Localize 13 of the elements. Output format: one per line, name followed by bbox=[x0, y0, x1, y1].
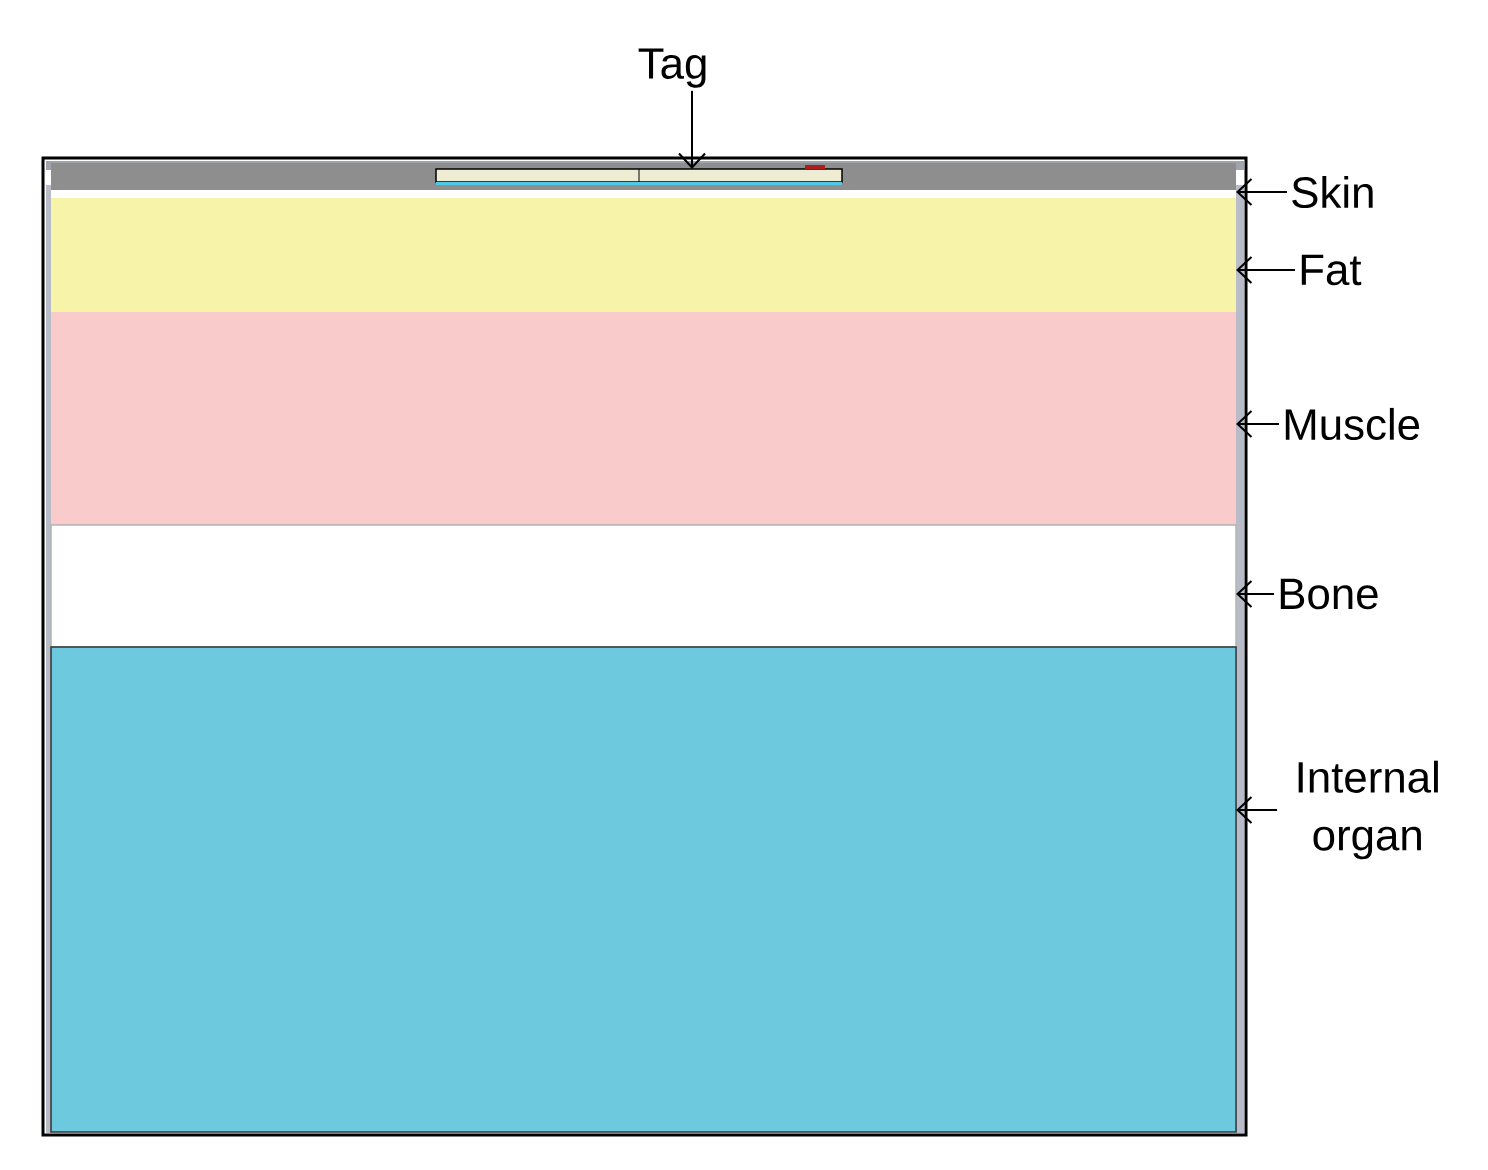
layer-label: Bone bbox=[1280, 578, 1378, 610]
layer-label: Muscle bbox=[1285, 407, 1420, 441]
layer-label: Fat bbox=[1301, 254, 1362, 286]
muscle-layer bbox=[51, 312, 1237, 525]
tag-label: Tag bbox=[638, 48, 706, 88]
layer-label: Internal organ bbox=[1298, 760, 1438, 860]
organ-layer bbox=[50, 646, 1237, 1133]
fat-layer bbox=[51, 198, 1237, 312]
layer-label: Skin bbox=[1292, 175, 1373, 209]
bone-layer bbox=[50, 524, 1237, 648]
leader-arrow bbox=[678, 89, 706, 169]
tag-drawing bbox=[435, 165, 843, 185]
leader-arrow bbox=[1236, 256, 1296, 284]
